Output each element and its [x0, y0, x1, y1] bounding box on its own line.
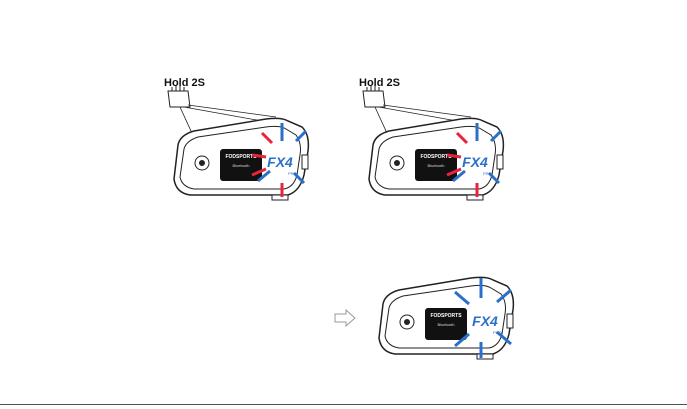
intercom-device-step-1: FODSPORTS Bluetooth FX4 PRO	[170, 95, 320, 205]
intercom-device-result: FODSPORTS Bluetooth FX4 PRO	[375, 270, 525, 360]
bluetooth-text: Bluetooth	[438, 322, 455, 327]
brand-text: FODSPORTS	[430, 313, 462, 319]
intercom-device-step-2: FODSPORTS Bluetooth FX4 PRO	[365, 95, 515, 205]
device-body: FODSPORTS Bluetooth FX4 PRO	[369, 118, 503, 200]
arrow-right-icon	[334, 309, 356, 327]
bluetooth-text: Bluetooth	[428, 163, 445, 168]
bluetooth-text: Bluetooth	[233, 163, 250, 168]
device-body: FODSPORTS Bluetooth FX4 PRO	[174, 118, 308, 200]
device-logo: FX4	[472, 313, 498, 329]
device-logo: FX4	[462, 154, 488, 170]
bottom-rule	[0, 404, 687, 405]
device-logo: FX4	[267, 154, 293, 170]
device-body: FODSPORTS Bluetooth FX4 PRO	[379, 277, 513, 359]
